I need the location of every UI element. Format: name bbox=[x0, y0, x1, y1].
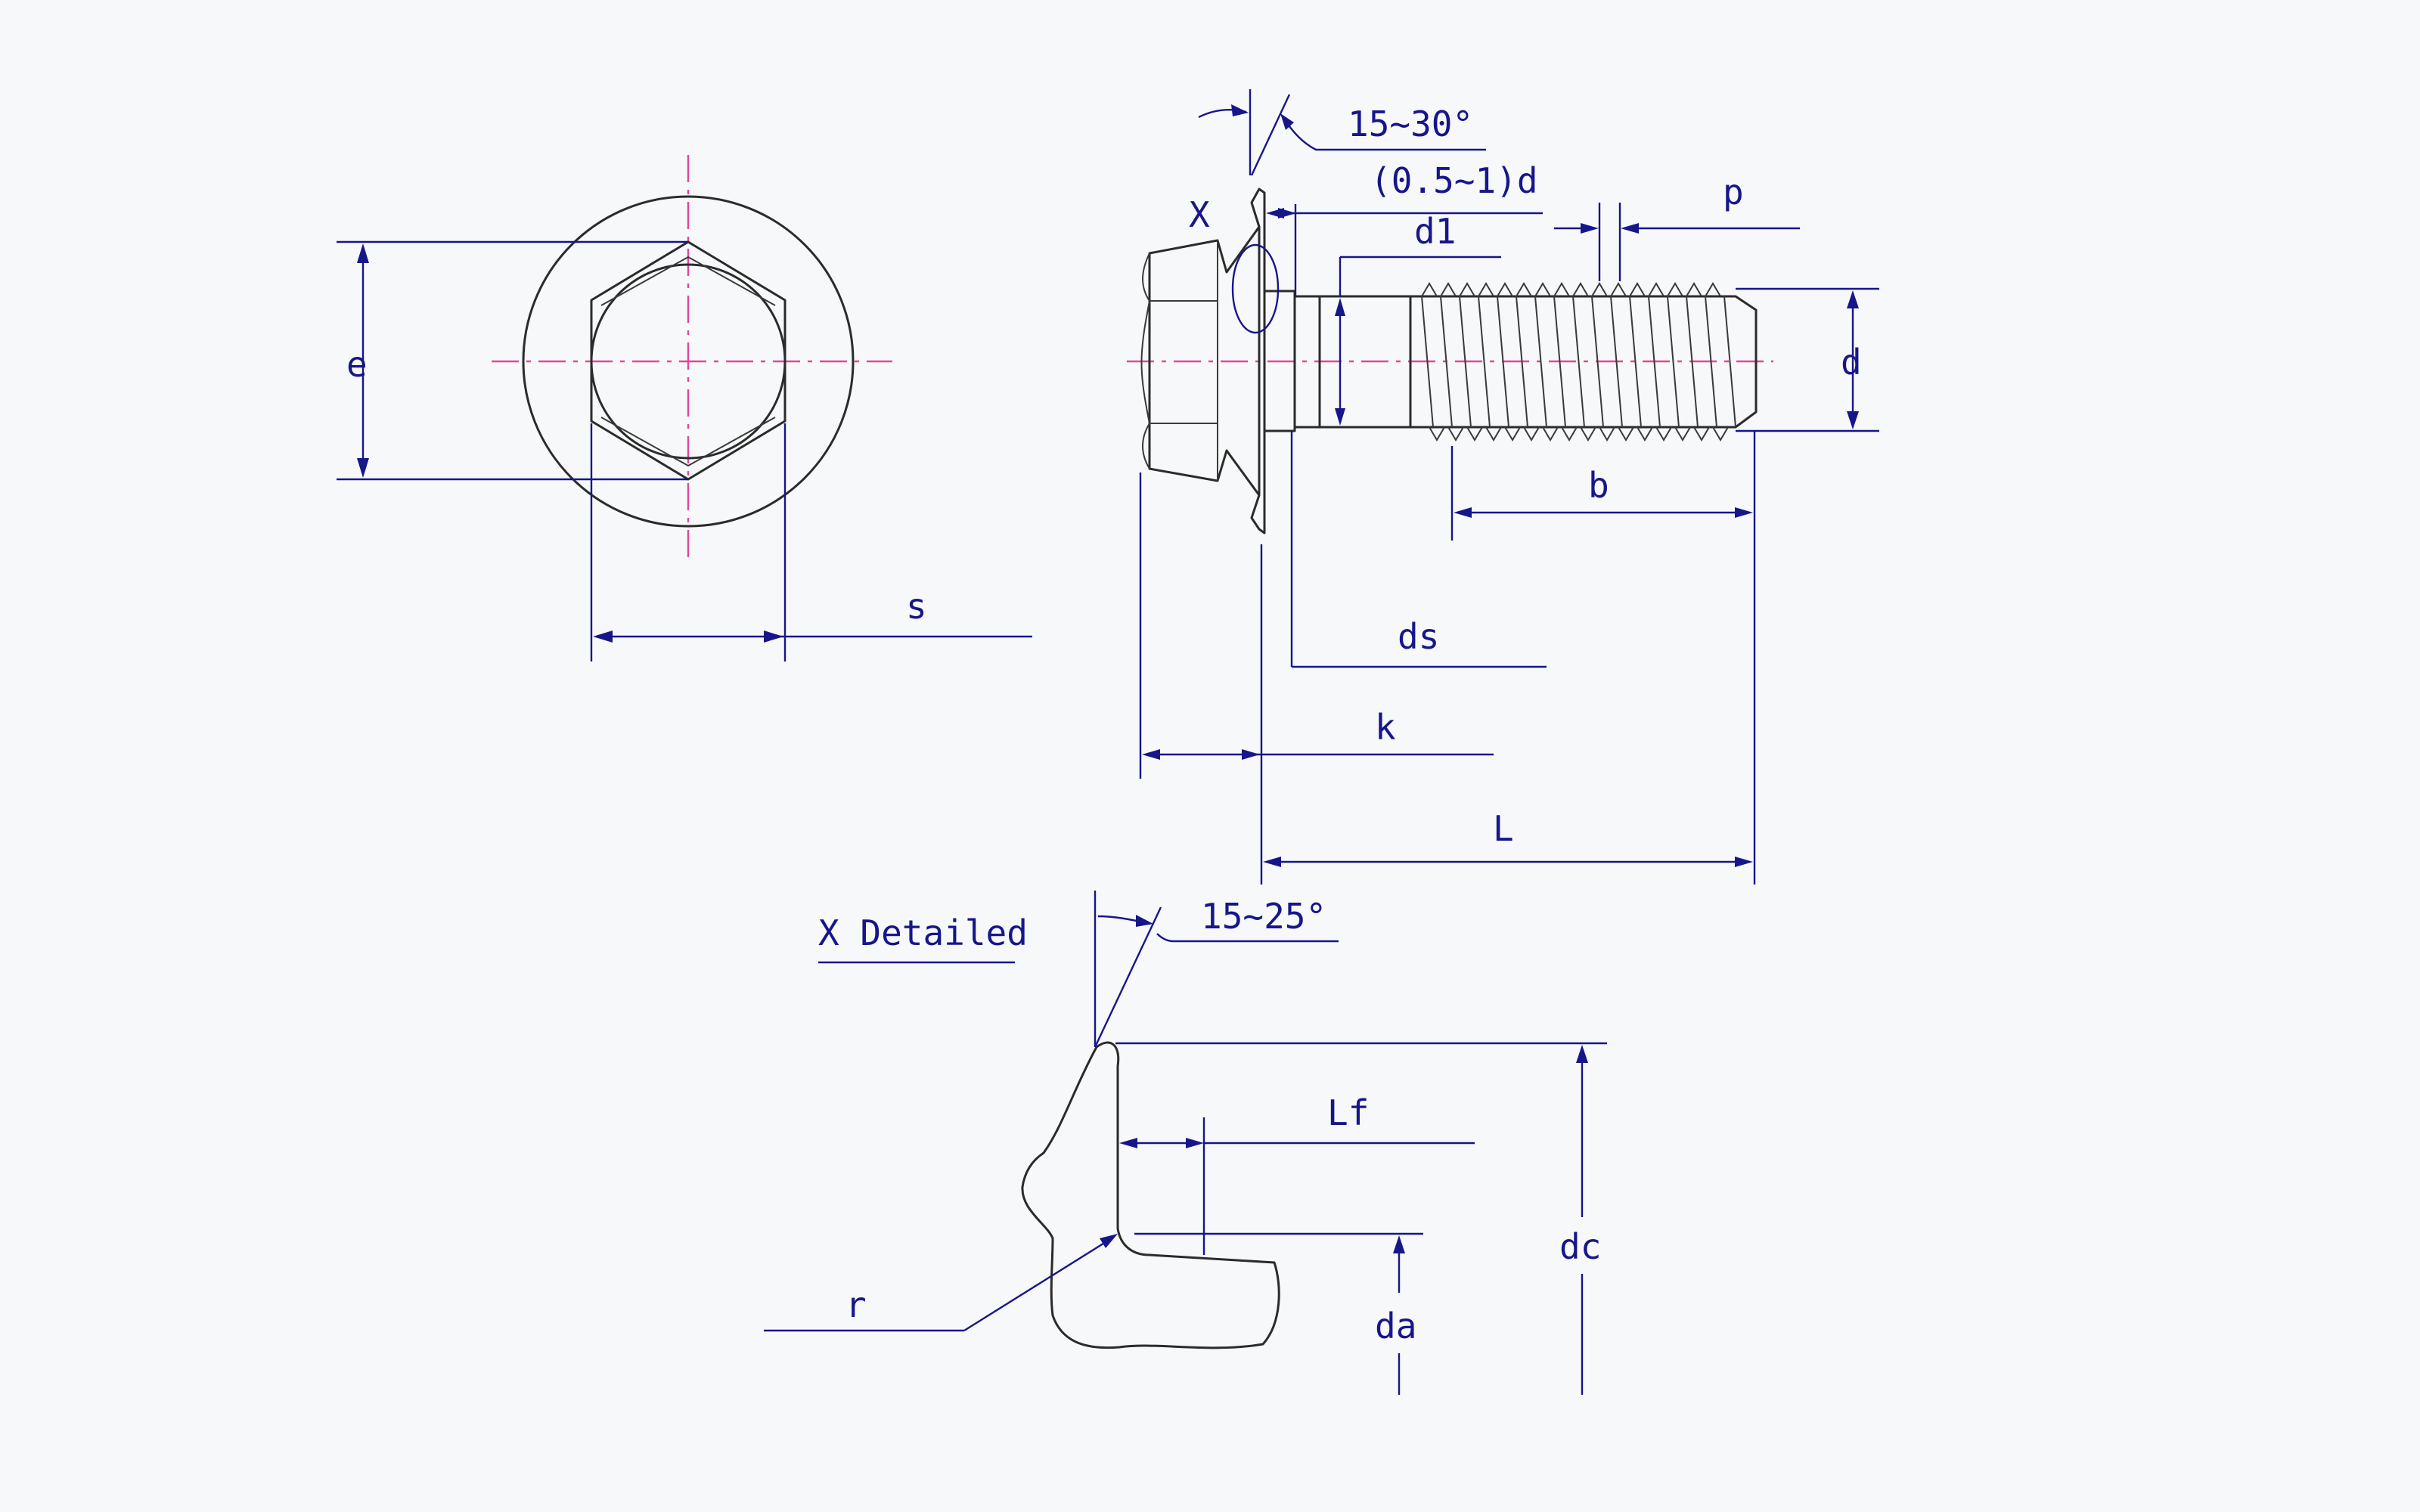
label-d1: d1 bbox=[1414, 211, 1456, 252]
dimension-d1: d1 bbox=[1335, 211, 1501, 426]
thread-crests-bottom bbox=[1429, 426, 1729, 442]
thread-outline bbox=[1409, 295, 1758, 429]
side-view: X 15~30° (0.5~1)d d1 bbox=[1127, 89, 1879, 885]
flange-outline bbox=[522, 195, 855, 528]
label-p: p bbox=[1723, 172, 1744, 212]
dimension-p: p bbox=[1554, 172, 1800, 281]
label-washer-thickness: (0.5~1)d bbox=[1370, 160, 1538, 201]
label-ds: ds bbox=[1398, 616, 1439, 657]
dimension-washer-thickness: (0.5~1)d bbox=[1266, 160, 1543, 296]
detail-profile bbox=[1021, 1041, 1280, 1349]
hex-chamfer-top bbox=[600, 256, 776, 306]
dimension-Lf: Lf bbox=[1119, 1092, 1475, 1255]
label-dc: dc bbox=[1559, 1226, 1601, 1267]
dimension-b: b bbox=[1450, 446, 1753, 541]
flange-edge bbox=[1250, 187, 1266, 534]
dimension-da: da bbox=[1134, 1232, 1423, 1395]
dimension-r: r bbox=[764, 1234, 1118, 1332]
hex-chamfer-bottom bbox=[600, 417, 776, 467]
dimension-dc: dc bbox=[1115, 1042, 1607, 1395]
label-Lf: Lf bbox=[1327, 1092, 1369, 1133]
hex-inner-circle bbox=[590, 263, 786, 460]
dimension-k: k bbox=[1139, 472, 1494, 885]
label-L: L bbox=[1493, 808, 1514, 849]
label-head-angle: 15~30° bbox=[1348, 104, 1473, 144]
dimension-L: L bbox=[1263, 431, 1756, 885]
dimension-ds: ds bbox=[1290, 431, 1547, 668]
detail-x-marker bbox=[1231, 243, 1280, 334]
label-r: r bbox=[845, 1284, 867, 1325]
dimension-d: d bbox=[1736, 287, 1879, 432]
detail-view: X Detailed 15~25° Lf r bbox=[764, 891, 1607, 1395]
label-e: e bbox=[346, 344, 368, 385]
thread-crests-top bbox=[1421, 282, 1721, 297]
label-b: b bbox=[1588, 465, 1609, 506]
dimension-e: e bbox=[337, 240, 688, 481]
label-d: d bbox=[1841, 342, 1862, 383]
hex-head-faces bbox=[1140, 253, 1218, 469]
dimension-head-angle: 15~30° bbox=[1198, 89, 1486, 176]
label-k: k bbox=[1375, 707, 1396, 748]
end-view: e s bbox=[337, 155, 1032, 662]
shank-body bbox=[1318, 295, 1412, 429]
label-s: s bbox=[906, 586, 927, 627]
label-x-marker: X bbox=[1189, 194, 1210, 235]
label-da: da bbox=[1375, 1306, 1416, 1346]
dimension-detail-angle: 15~25° bbox=[1094, 891, 1339, 1048]
dimension-s: s bbox=[590, 423, 1032, 662]
label-detail-angle: 15~25° bbox=[1201, 896, 1326, 937]
detail-title: X Detailed bbox=[818, 912, 1028, 953]
thread-lines bbox=[1421, 296, 1736, 428]
underhead-fillet bbox=[1293, 290, 1321, 429]
shank-upper bbox=[1263, 290, 1296, 432]
